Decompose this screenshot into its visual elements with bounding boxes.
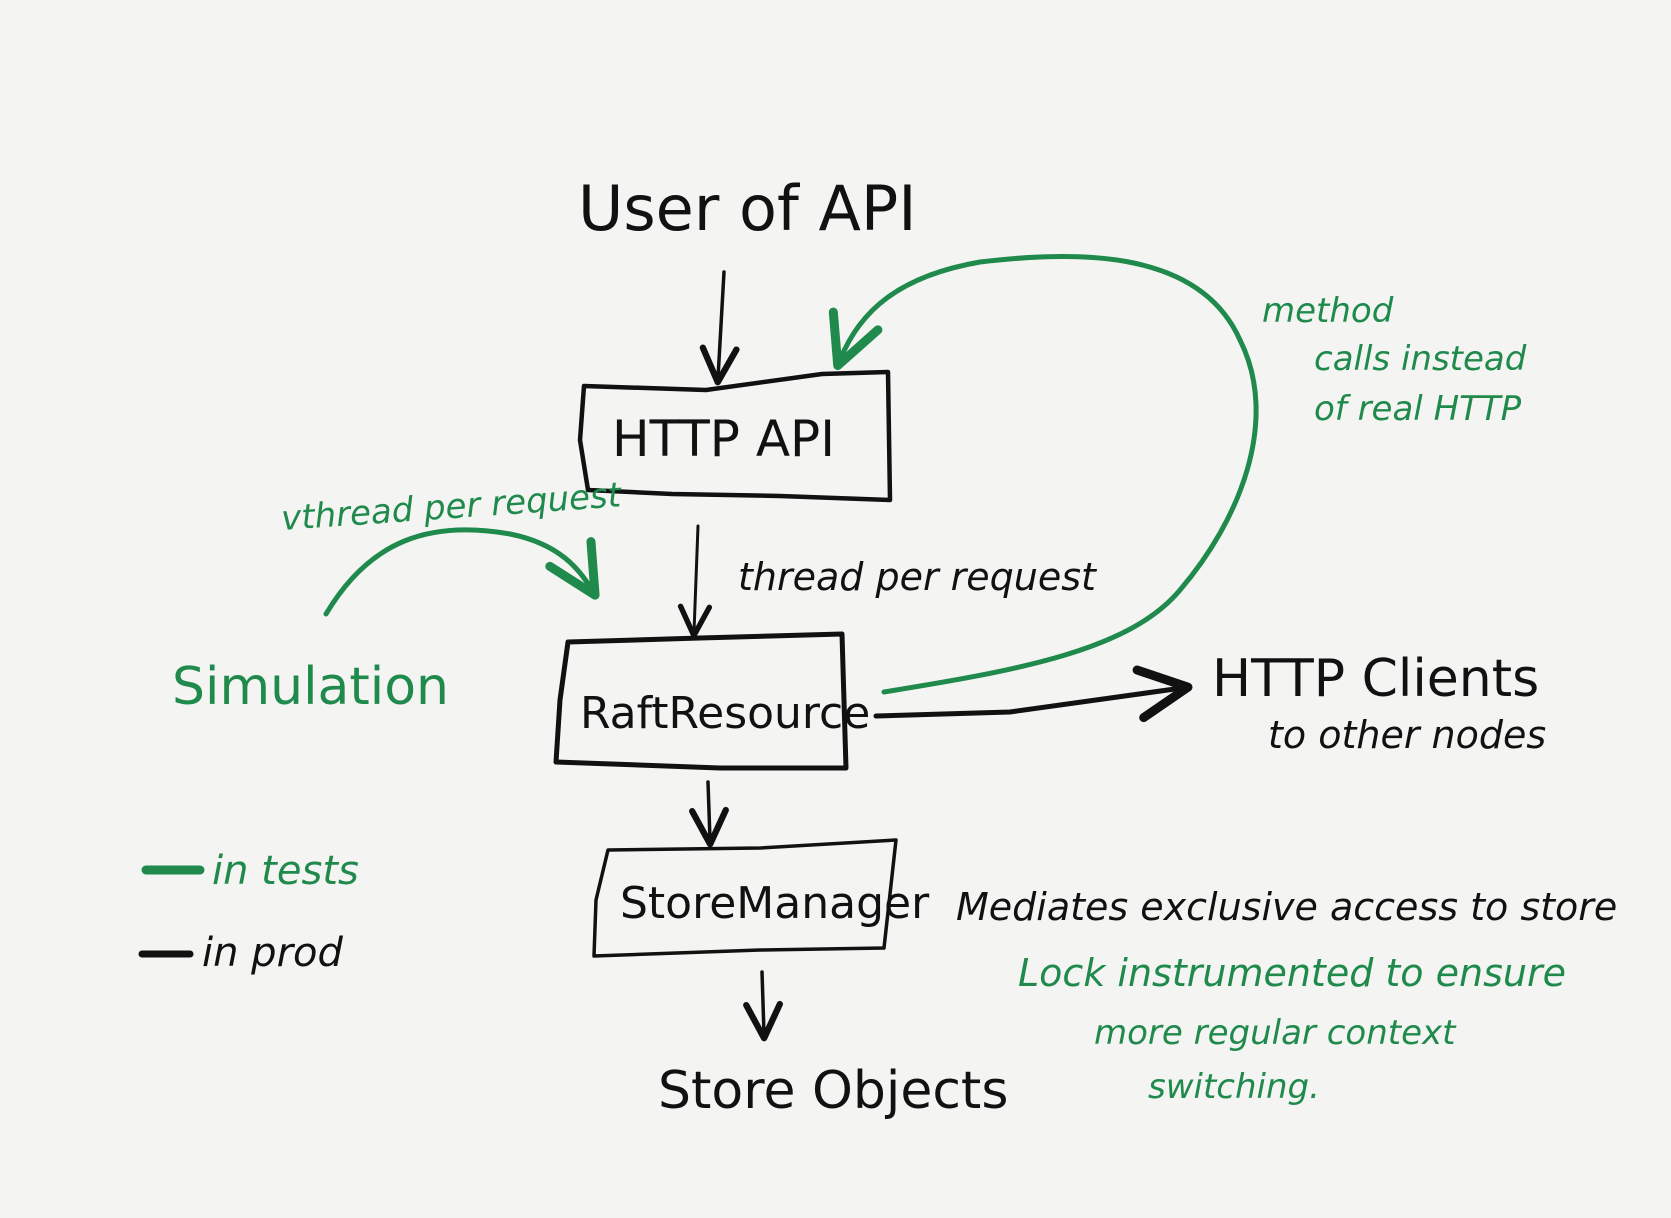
legend: in tests in prod — [138, 848, 359, 976]
node-store-manager-label: StoreManager — [620, 878, 930, 929]
note-lock-line1: Lock instrumented to ensure — [1018, 951, 1566, 995]
note-method-calls-line2: calls instead — [1314, 339, 1527, 379]
edge-raft-to-store-manager — [689, 780, 729, 848]
note-lock-line3: switching. — [1148, 1067, 1320, 1107]
legend-prod-label: in prod — [202, 930, 343, 976]
box-http-api — [577, 369, 893, 503]
edge-http-api-to-raft — [677, 524, 713, 639]
note-lock-line2: more regular context — [1094, 1013, 1457, 1053]
note-method-calls-line1: method — [1262, 291, 1394, 331]
node-http-clients-sub-label: to other nodes — [1268, 713, 1546, 757]
edge-simulation-to-raft — [323, 527, 600, 617]
edge-test-loop-raft-to-http-api — [828, 253, 1259, 695]
edge-thread-per-request-label: thread per request — [738, 555, 1098, 599]
node-user-label: User of API — [578, 172, 917, 245]
box-store-manager — [592, 838, 898, 958]
note-mediates: Mediates exclusive access to store — [956, 885, 1617, 929]
legend-test-label: in tests — [212, 848, 359, 894]
note-method-calls-line3: of real HTTP — [1314, 389, 1522, 429]
edge-store-manager-to-objects — [743, 970, 783, 1042]
edge-raft-to-http-clients — [873, 665, 1193, 723]
node-http-clients-label: HTTP Clients — [1212, 649, 1539, 709]
node-raft-resource-label: RaftResource — [580, 688, 870, 739]
edge-user-to-http-api — [699, 270, 740, 386]
node-http-api-label: HTTP API — [612, 410, 835, 468]
node-simulation-label: Simulation — [172, 657, 449, 717]
node-store-objects-label: Store Objects — [658, 1061, 1008, 1121]
box-raft-resource — [553, 631, 849, 771]
